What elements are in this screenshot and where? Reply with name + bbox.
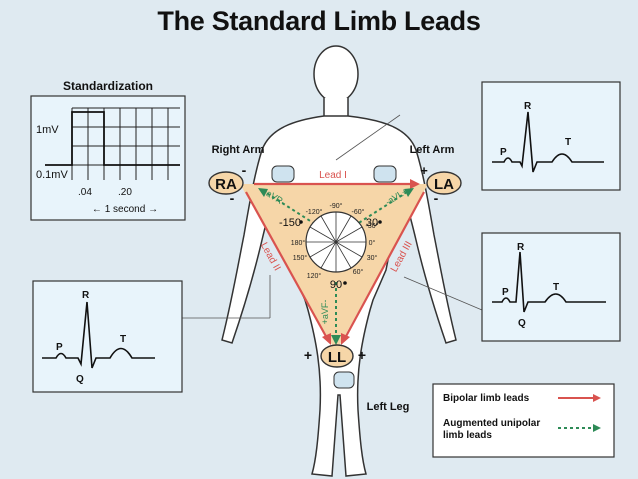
legend-bipolar-arrowhead — [593, 394, 601, 402]
lead-i-ecg-waveform — [492, 111, 604, 173]
lead-ii-r-label: R — [82, 290, 90, 301]
lead-i-label: Lead I — [319, 170, 347, 181]
avl-line — [353, 189, 411, 227]
legend-augmented-arrowhead — [593, 424, 601, 432]
ll-plus-left: + — [304, 347, 312, 363]
lead-i-ecg-box: P R T — [481, 81, 621, 191]
dot-30 — [378, 220, 382, 224]
page-title: The Standard Limb Leads — [157, 6, 481, 36]
angle-minus90: -90° — [330, 202, 343, 210]
legend-augmented-label-line2: limb leads — [443, 430, 492, 441]
angle-minus120: -120° — [306, 208, 323, 216]
avr-line — [261, 189, 319, 227]
tick-20-label: .20 — [118, 187, 132, 198]
hexaxial-reference — [305, 211, 367, 273]
lead-iii-ecg-panel — [481, 232, 621, 342]
connector-lines — [182, 114, 483, 319]
avf-label: +aVF- — [320, 300, 330, 325]
electrode-bands — [271, 165, 397, 389]
angle-150: 150° — [293, 254, 308, 262]
right-arm-electrode-band — [271, 165, 295, 183]
lead-ii-p-label: P — [56, 342, 63, 353]
electrode-ll: LL — [320, 344, 354, 368]
legend-augmented-label-line1: Augmented unipolar — [443, 418, 540, 429]
angle-180: 180° — [291, 239, 306, 247]
angle-60: 60° — [353, 268, 364, 276]
left-arm-electrode-band — [373, 165, 397, 183]
angle-minus60: -60° — [352, 208, 365, 216]
hexaxial-spokes — [306, 212, 366, 272]
lead-ii-line — [245, 191, 329, 341]
lead-ii-t-label: T — [120, 334, 126, 345]
lead-ii-ecg-box: P R T Q — [32, 280, 183, 393]
standardization-box: Standardization 1mV 0.1mV .04 .20 ← 1 se… — [30, 79, 186, 221]
legend-panel — [432, 383, 615, 458]
dot-minus150 — [299, 220, 303, 224]
one-second-label: ← 1 second → — [92, 204, 158, 215]
left-arm-label: Left Arm — [410, 144, 455, 156]
angle-0: 0° — [369, 239, 376, 247]
avr-arrowhead — [258, 188, 268, 197]
lead-iii-ecg-waveform — [492, 251, 606, 313]
right-arm-label: Right Arm — [212, 144, 265, 156]
electrode-ra: RA — [208, 171, 244, 195]
lead-i-arrowhead — [410, 179, 420, 189]
la-minus-bottom: - — [434, 190, 439, 206]
lead-i-t-label: T — [565, 137, 571, 148]
ra-minus-bottom: - — [230, 190, 235, 206]
lead-iii-arrowhead — [341, 333, 350, 345]
lead-ii-ecg-waveform — [42, 301, 155, 369]
baseline-label: 0.1mV — [36, 169, 68, 181]
la-label: LA — [434, 176, 454, 193]
avf-arrowhead — [331, 335, 341, 345]
angle-120: 120° — [307, 272, 322, 280]
dot-90 — [343, 281, 347, 285]
lead-i-p-label: P — [500, 147, 507, 158]
electrode-la: LA — [426, 171, 462, 195]
lead-iii-line — [343, 191, 425, 341]
calibration-pulse — [45, 111, 180, 166]
avl-arrowhead — [404, 188, 414, 197]
mv-label: 1mV — [36, 124, 59, 136]
lead-i-ecg-panel — [481, 81, 621, 191]
tick-04-label: .04 — [78, 187, 92, 198]
angle-30-small: 30° — [367, 254, 378, 262]
angle-minus30: -30° — [366, 222, 379, 230]
ll-label: LL — [328, 349, 346, 366]
lead-iii-r-label: R — [517, 242, 525, 253]
standardization-title: Standardization — [63, 79, 153, 93]
ll-plus-right: + — [358, 347, 366, 363]
ra-label: RA — [215, 176, 237, 193]
lead-ii-q-label: Q — [76, 374, 84, 385]
left-leg-electrode-band — [333, 371, 355, 389]
lead-iii-ecg-box: P R T Q — [481, 232, 621, 342]
legend-bipolar-label: Bipolar limb leads — [443, 393, 530, 404]
lead-iii-q-label: Q — [518, 318, 526, 329]
left-leg-label: Left Leg — [367, 401, 410, 413]
angle-90-large: 90 — [330, 279, 342, 291]
la-plus-top: + — [420, 163, 428, 178]
angle-30-large: 30 — [366, 217, 378, 229]
lead-iii-p-label: P — [502, 287, 509, 298]
ra-minus-top: - — [242, 162, 247, 178]
standardization-panel — [30, 95, 186, 221]
angle-minus150-large: -150 — [279, 217, 301, 229]
legend-box: Bipolar limb leads Augmented unipolar li… — [432, 383, 615, 458]
lead-iii-t-label: T — [553, 282, 559, 293]
lead-ii-arrowhead — [322, 333, 331, 345]
lead-i-r-label: R — [524, 101, 532, 112]
lead-ii-ecg-panel — [32, 280, 183, 393]
